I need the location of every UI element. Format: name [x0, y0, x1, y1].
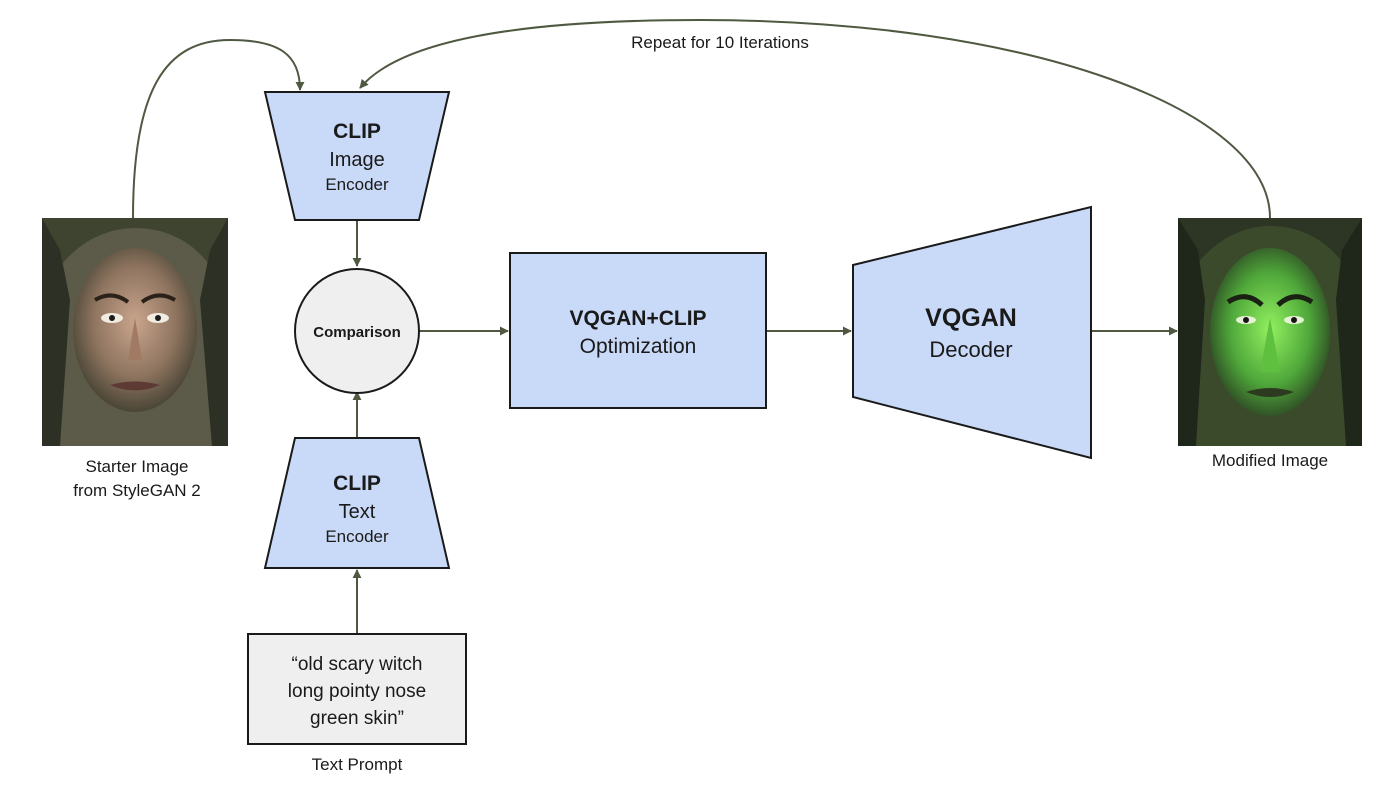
modified-image-caption: Modified Image: [1212, 451, 1328, 470]
clip-text-encoder: [263, 437, 451, 569]
text-prompt-box: [247, 633, 467, 745]
text-prompt-caption: Text Prompt: [312, 755, 403, 774]
text-prompt-line2: long pointy nose: [288, 681, 426, 702]
comparison-node: [294, 268, 420, 394]
starter-image: [42, 218, 228, 446]
clip-image-encoder-line3: Encoder: [325, 175, 389, 194]
comparison-label: Comparison: [313, 324, 401, 341]
decoder-title: VQGAN: [925, 304, 1017, 332]
clip-text-encoder-line2: Text: [339, 501, 376, 523]
arrow-starter-to-image-encoder: [132, 38, 305, 219]
clip-text-encoder-line3: Encoder: [325, 527, 389, 546]
starter-image-caption-line1: Starter Image: [86, 457, 189, 476]
optimization-title: VQGAN+CLIP: [569, 307, 706, 330]
clip-image-encoder-title: CLIP: [333, 120, 381, 143]
text-prompt-line1: “old scary witch: [292, 654, 423, 675]
starter-image-caption-line2: from StyleGAN 2: [73, 481, 201, 500]
text-prompt-line3: green skin”: [310, 708, 404, 729]
clip-image-encoder: [263, 91, 451, 221]
loop-label: Repeat for 10 Iterations: [631, 33, 809, 52]
modified-image: [1178, 218, 1362, 446]
clip-image-encoder-line2: Image: [329, 149, 385, 171]
optimization-subtitle: Optimization: [580, 335, 697, 358]
clip-text-encoder-title: CLIP: [333, 472, 381, 495]
decoder-subtitle: Decoder: [929, 337, 1012, 362]
vqgan-clip-optimization: [509, 252, 767, 409]
vqgan-decoder: [852, 205, 1092, 460]
arrow-loop-repeat: [359, 18, 1271, 219]
